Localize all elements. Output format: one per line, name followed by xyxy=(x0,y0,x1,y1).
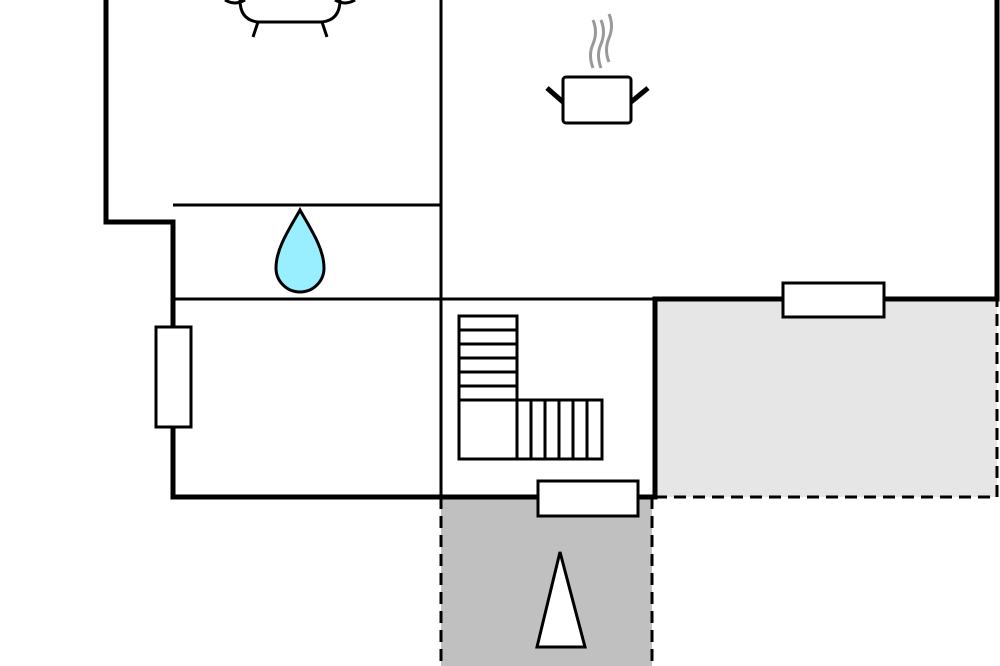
interior-walls xyxy=(173,0,655,497)
terrace-area xyxy=(655,299,999,499)
exterior-walls xyxy=(103,0,1000,500)
water-drop-icon xyxy=(274,206,326,294)
sofa-icon xyxy=(224,0,356,38)
entrance-arrow-icon xyxy=(535,551,587,649)
window-left xyxy=(154,325,193,429)
cooking-pot-icon xyxy=(545,13,650,125)
entrance-door xyxy=(536,479,640,518)
window-terrace xyxy=(781,281,886,319)
stairs-icon xyxy=(457,314,604,461)
